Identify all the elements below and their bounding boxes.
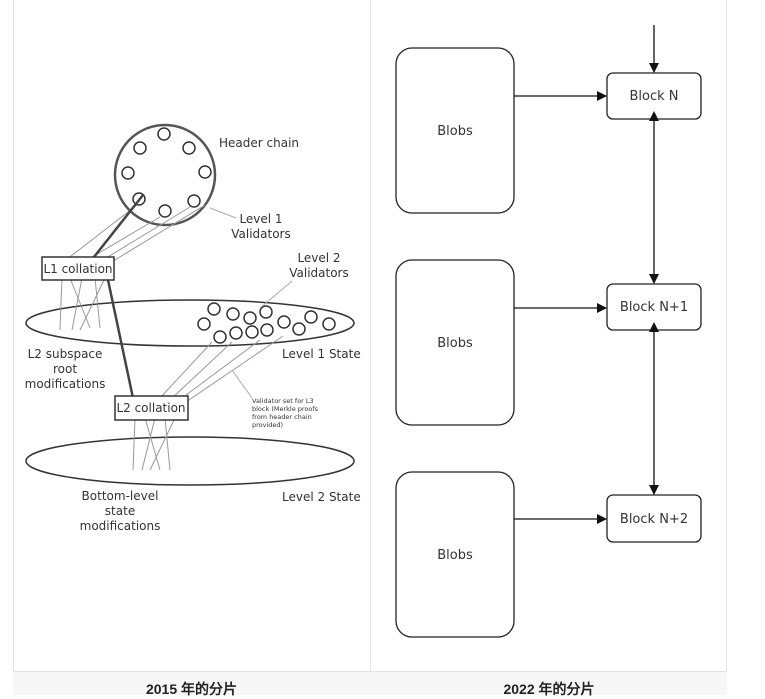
- validator-set-note-line4: provided): [252, 421, 283, 429]
- l2-subspace-label-line1: L2 subspace: [28, 347, 103, 361]
- sharding-2015-diagram: L1 collation L2 collation Header chain L…: [25, 123, 361, 533]
- header-chain-ring: [113, 123, 217, 227]
- validator-links-level2: [159, 335, 284, 403]
- caption-2022: 2022 年的分片: [503, 681, 595, 697]
- l2-collation-label: L2 collation: [116, 401, 185, 415]
- l1-collation-box: [41, 256, 115, 281]
- l2-subspace-label-line2: root: [53, 362, 77, 376]
- block-label-n2: Block N+2: [620, 512, 688, 527]
- validator-set-note-line3: from header chain: [252, 413, 312, 421]
- figure-frame: [13, 0, 727, 694]
- level2-validators-label-line2: Validators: [289, 266, 349, 280]
- blob-box-1: [395, 47, 515, 214]
- l2-subspace-label-line3: modifications: [25, 377, 106, 391]
- blob-label-2: Blobs: [437, 336, 473, 351]
- blob-label-3: Blobs: [437, 548, 473, 563]
- validator-set-note-line1: Validator set for L3: [252, 397, 314, 405]
- validator-links-level1: [61, 204, 206, 264]
- level2-validators-pointer: [259, 280, 293, 309]
- level1-validators-pointer: [209, 207, 237, 219]
- level1-validators-label-line2: Validators: [231, 227, 291, 241]
- level2-validators-label-line1: Level 2: [297, 251, 340, 265]
- validator-set-pointer: [231, 369, 253, 399]
- level1-state-ellipse: [25, 299, 355, 347]
- bottom-level-label-line3: modifications: [80, 519, 161, 533]
- caption-row: [13, 671, 727, 695]
- l2-collation-box: [114, 395, 189, 421]
- level1-state-label: Level 1 State: [282, 347, 361, 361]
- validator-set-note-line2: block (Merkle proofs: [252, 405, 319, 413]
- block-label-n1: Block N+1: [620, 300, 688, 315]
- level2-state-label: Level 2 State: [282, 490, 361, 504]
- block-label-n: Block N: [629, 89, 678, 104]
- caption-2015: 2015 年的分片: [145, 681, 238, 697]
- l1-collation-fanout: [59, 277, 106, 331]
- bottom-level-label-line1: Bottom-level: [82, 489, 159, 503]
- level2-validator-nodes: [197, 302, 336, 344]
- blob-box-3: [395, 471, 515, 638]
- level2-state-ellipse: [25, 436, 355, 486]
- block-box-n2: [606, 494, 702, 543]
- sharding-2022-diagram: Blobs Blobs Blobs Block N Block N+1 Bloc…: [395, 25, 702, 638]
- l1-to-l2-link: [106, 279, 135, 399]
- header-to-l1-link: [89, 194, 144, 263]
- blob-box-2: [395, 259, 515, 426]
- level1-validators-label-line1: Level 1: [239, 212, 282, 226]
- bottom-level-label-line2: state: [105, 504, 135, 518]
- header-chain-label: Header chain: [219, 136, 299, 150]
- blob-label-1: Blobs: [437, 124, 473, 139]
- l1-collation-label: L1 collation: [43, 262, 112, 276]
- column-divider: [370, 0, 371, 694]
- l2-collation-fanout: [132, 417, 176, 471]
